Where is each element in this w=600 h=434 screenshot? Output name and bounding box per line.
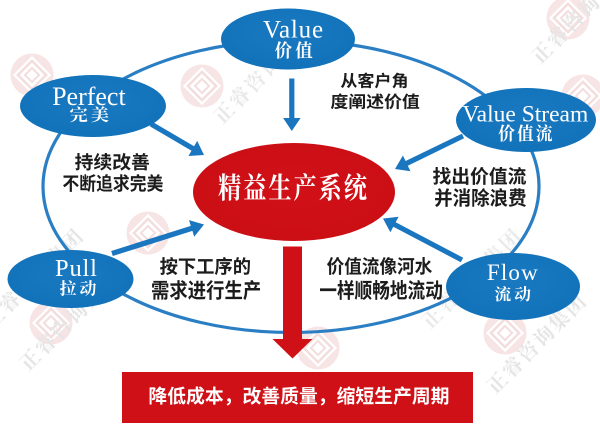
svg-text:Pull: Pull <box>55 255 98 282</box>
svg-text:Flow: Flow <box>487 260 539 285</box>
svg-text:Value Stream: Value Stream <box>462 102 588 128</box>
svg-text:Value: Value <box>263 17 324 44</box>
svg-text:Perfect: Perfect <box>52 82 126 111</box>
